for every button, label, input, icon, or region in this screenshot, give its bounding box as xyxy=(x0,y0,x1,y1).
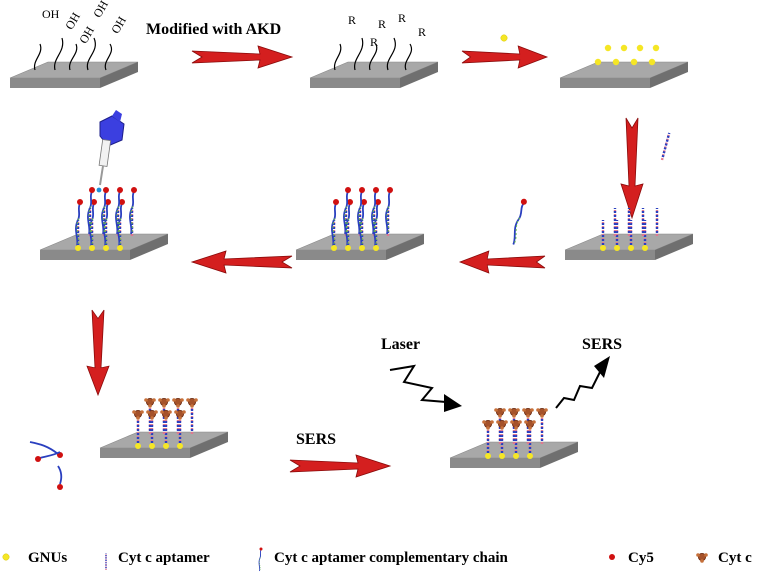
substrate-oh xyxy=(9,37,139,89)
legend: GNUs Cyt c aptamer Cyt c aptamer complem… xyxy=(2,547,752,572)
substrate-cytc-bound xyxy=(99,397,229,459)
legend-gnu-icon xyxy=(2,553,10,561)
complementary-chain-icon xyxy=(511,197,529,247)
oh-label: OH xyxy=(76,24,97,46)
legend-label-gnus: GNUs xyxy=(28,550,67,566)
sers-arrow-label: SERS xyxy=(296,431,336,448)
legend-label-cy5: Cy5 xyxy=(628,550,654,566)
laser-bolt-icon xyxy=(389,364,462,412)
sers-signal-bolt-icon xyxy=(555,356,610,409)
legend-label-aptamer: Cyt c aptamer xyxy=(118,550,210,566)
arrow-right xyxy=(191,45,293,69)
modified-with-akd-label: Modified with AKD xyxy=(146,21,281,38)
substrate-akd xyxy=(309,37,439,89)
legend-complementary-icon xyxy=(258,547,263,572)
pipette-icon xyxy=(96,110,125,193)
substrate-gnus xyxy=(559,44,689,89)
arrow-down xyxy=(620,117,644,219)
oh-label: OH xyxy=(108,14,129,36)
released-chains xyxy=(29,441,63,490)
legend-cytc-icon xyxy=(695,552,709,564)
laser-label: Laser xyxy=(381,336,420,353)
substrate-hybridized xyxy=(295,186,425,261)
substrate-sers-readout xyxy=(449,407,579,469)
arrow-right xyxy=(461,45,548,69)
r-label: R xyxy=(378,17,386,31)
oh-label: OH xyxy=(90,0,111,20)
gnu-dot xyxy=(500,34,508,42)
sers-signal-label: SERS xyxy=(582,336,622,353)
arrow-left xyxy=(459,250,546,274)
oh-label: OH xyxy=(62,10,83,32)
oh-label: OH xyxy=(42,7,60,21)
substrate-aptamers xyxy=(564,206,694,261)
arrow-down xyxy=(86,309,110,396)
r-label: R xyxy=(370,35,378,49)
r-label: R xyxy=(348,13,356,27)
legend-cy5-icon xyxy=(609,554,615,560)
aptamer-strand-icon xyxy=(660,131,671,162)
arrow-left xyxy=(191,250,293,274)
substrate-sample-added xyxy=(39,186,169,261)
arrow-right xyxy=(289,454,391,478)
r-label: R xyxy=(398,11,406,25)
legend-label-cytc: Cyt c xyxy=(718,550,752,566)
r-label: R xyxy=(418,25,426,39)
legend-label-complementary: Cyt c aptamer complementary chain xyxy=(274,550,508,566)
